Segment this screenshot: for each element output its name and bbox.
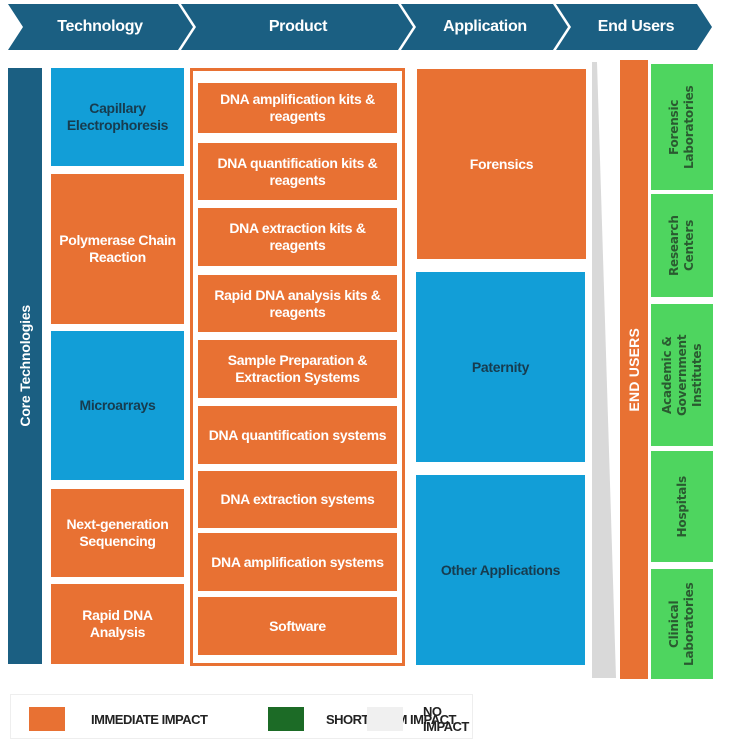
tapered-divider — [592, 62, 616, 678]
legend-swatch-immediate — [29, 707, 65, 731]
product-item-label: DNA amplification kits & reagents — [220, 91, 375, 124]
product-item: Software — [198, 597, 397, 655]
product-item: Rapid DNA analysis kits & reagents — [198, 275, 397, 332]
end-user-item: Clinical Laboratories — [651, 569, 713, 679]
end-user-item-label: Hospitals — [674, 475, 689, 538]
chevron-end-users — [556, 4, 712, 50]
application-item-label: Paternity — [471, 358, 530, 375]
technology-item: Next-generation Sequencing — [51, 489, 184, 577]
product-item: DNA extraction systems — [198, 471, 397, 528]
end-users-bar: END USERS — [620, 60, 648, 679]
product-item-label: DNA quantification systems — [208, 426, 387, 443]
technology-item-label: Polymerase Chain Reaction — [59, 232, 176, 265]
end-user-item-label: Academic & Government Institutes — [659, 334, 704, 416]
stage-label-end-users: End Users — [597, 18, 675, 35]
legend: IMMEDIATE IMPACT SHORT-TERM IMPACT NO IM… — [10, 694, 473, 739]
core-technologies-label: Core Technologies — [17, 305, 33, 427]
product-item-label: DNA quantification kits & reagents — [217, 154, 378, 188]
product-item: Sample Preparation & Extraction Systems — [198, 340, 397, 398]
chevron-technology — [8, 4, 193, 50]
end-user-item: Forensic Laboratories — [651, 64, 713, 190]
tapered-divider-shape — [592, 62, 616, 678]
technology-item-label: Microarrays — [79, 397, 156, 413]
product-item-label: DNA extraction kits & reagents — [229, 220, 366, 253]
application-item: Forensics — [417, 69, 586, 259]
product-item-label: DNA amplification systems — [211, 553, 384, 570]
product-item-label: Sample Preparation & Extraction Systems — [227, 352, 368, 385]
chevron-application — [401, 4, 568, 50]
product-item: DNA amplification systems — [198, 533, 397, 591]
technology-item-label: Next-generation Sequencing — [66, 516, 169, 549]
product-item-label: Rapid DNA analysis kits & reagents — [214, 286, 381, 320]
legend-label-immediate: IMMEDIATE IMPACT — [91, 711, 208, 727]
core-technologies-bar: Core Technologies — [8, 68, 42, 664]
header-chevrons — [8, 4, 712, 50]
legend-swatch-no-impact — [367, 707, 403, 731]
end-user-item: Hospitals — [651, 451, 713, 562]
application-item-label: Forensics — [469, 155, 534, 172]
end-users-label: END USERS — [626, 327, 642, 412]
end-user-item-label: Forensic Laboratories — [667, 85, 696, 169]
product-item: DNA extraction kits & reagents — [198, 208, 397, 266]
legend-swatch-short-term — [268, 707, 304, 731]
application-item-label: Other Applications — [440, 561, 561, 578]
technology-item: Microarrays — [51, 331, 184, 480]
application-item: Other Applications — [416, 475, 585, 665]
product-item: DNA amplification kits & reagents — [198, 83, 397, 133]
product-item: DNA quantification kits & reagents — [198, 143, 397, 200]
product-item-label: Software — [269, 617, 326, 634]
technology-item-label: Capillary Electrophoresis — [66, 100, 169, 133]
stage-label-technology: Technology — [57, 18, 143, 35]
application-item: Paternity — [416, 272, 585, 462]
legend-label-no-impact: NO IMPACT — [423, 704, 469, 734]
technology-item-label: Rapid DNA Analysis — [82, 607, 153, 640]
stage-label-product: Product — [268, 18, 328, 35]
end-user-item: Research Centers — [651, 194, 713, 297]
technology-item: Rapid DNA Analysis — [51, 584, 184, 664]
product-item-label: DNA extraction systems — [220, 491, 375, 507]
end-user-item-label: Research Centers — [667, 215, 696, 276]
technology-item: Polymerase Chain Reaction — [51, 174, 184, 324]
technology-item: Capillary Electrophoresis — [51, 68, 184, 166]
chevron-product — [181, 4, 413, 50]
end-user-item: Academic & Government Institutes — [651, 304, 713, 446]
product-item: DNA quantification systems — [198, 406, 397, 464]
stage-label-application: Application — [443, 18, 527, 35]
end-user-item-label: Clinical Laboratories — [667, 582, 696, 666]
